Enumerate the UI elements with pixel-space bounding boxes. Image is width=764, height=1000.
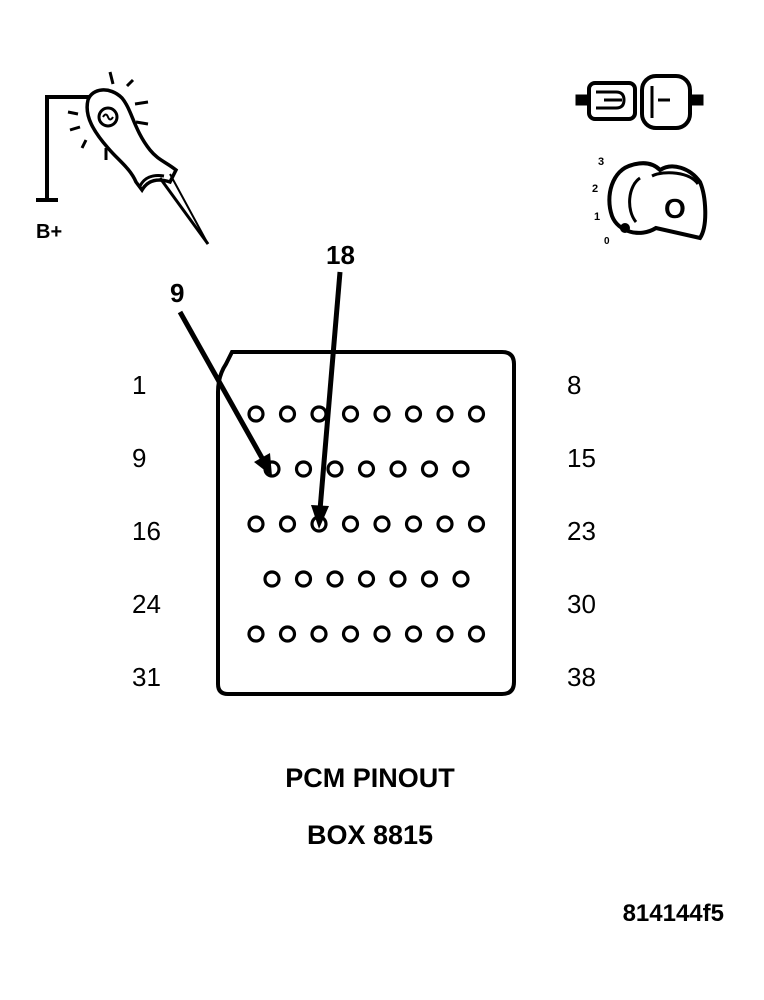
ignition-position-3: 3: [598, 156, 604, 168]
ignition-position-1: 1: [594, 211, 600, 223]
row-label-right-5: 38: [567, 662, 596, 692]
pin-20: [373, 515, 391, 533]
pin-26: [326, 570, 344, 588]
row-label-left-5: 31: [132, 662, 161, 692]
pin-33: [310, 625, 328, 643]
row-label-left-2: 9: [132, 443, 147, 473]
callout-label-9: 9: [170, 278, 185, 308]
figure-id: 814144f5: [622, 900, 724, 927]
connector-outline: [216, 350, 516, 696]
test-light-probe-icon: [36, 71, 210, 245]
pin-14: [420, 460, 439, 478]
pin-7: [436, 405, 454, 423]
pin-19: [341, 515, 360, 533]
pin-1: [247, 405, 265, 423]
pin-32: [278, 625, 297, 643]
ignition-key-icon: [607, 161, 708, 241]
row-label-left-3: 16: [132, 516, 161, 546]
row-label-left-4: 24: [132, 589, 161, 619]
pin-21: [404, 515, 423, 533]
pin-12: [357, 460, 376, 478]
pin-5: [373, 405, 391, 423]
pin-3: [310, 405, 328, 423]
pin-16: [247, 515, 265, 533]
callout-label-18: 18: [326, 240, 355, 270]
pin-17: [278, 515, 297, 533]
pin-35: [373, 625, 391, 643]
row-label-right-1: 8: [567, 370, 582, 400]
pin-10: [294, 460, 313, 478]
ignition-position-0: 0: [604, 236, 610, 247]
pin-30: [452, 570, 470, 588]
pin-36: [404, 625, 423, 643]
caption-subtitle: BOX 8815: [306, 820, 434, 850]
pin-15: [452, 460, 470, 478]
pin-13: [389, 460, 407, 478]
pin-27: [357, 570, 376, 588]
pin-24: [263, 570, 281, 588]
pin-37: [436, 625, 454, 643]
pin-2: [278, 405, 297, 423]
row-label-left-1: 1: [132, 370, 147, 400]
caption-title: PCM PINOUT: [285, 763, 455, 793]
pin-6: [404, 405, 423, 423]
row-label-right-3: 23: [567, 516, 596, 546]
row-label-right-4: 30: [567, 589, 596, 619]
pin-22: [436, 515, 454, 533]
pin-11: [326, 460, 344, 478]
callout-arrow-9: [177, 310, 272, 476]
pin-array: [247, 405, 486, 643]
ignition-position-2: 2: [592, 183, 598, 195]
pin-4: [341, 405, 360, 423]
pin-8: [467, 405, 486, 423]
pin-23: [467, 515, 486, 533]
pin-25: [294, 570, 313, 588]
row-label-right-2: 15: [567, 443, 596, 473]
pin-34: [341, 625, 360, 643]
pin-31: [247, 625, 265, 643]
probe-label: B+: [36, 221, 62, 243]
key-symbol: O: [664, 193, 686, 224]
connector-disconnect-icon: [575, 74, 704, 130]
pin-28: [389, 570, 407, 588]
callout-arrow-18: [311, 271, 343, 529]
pin-29: [420, 570, 439, 588]
pin-38: [467, 625, 486, 643]
